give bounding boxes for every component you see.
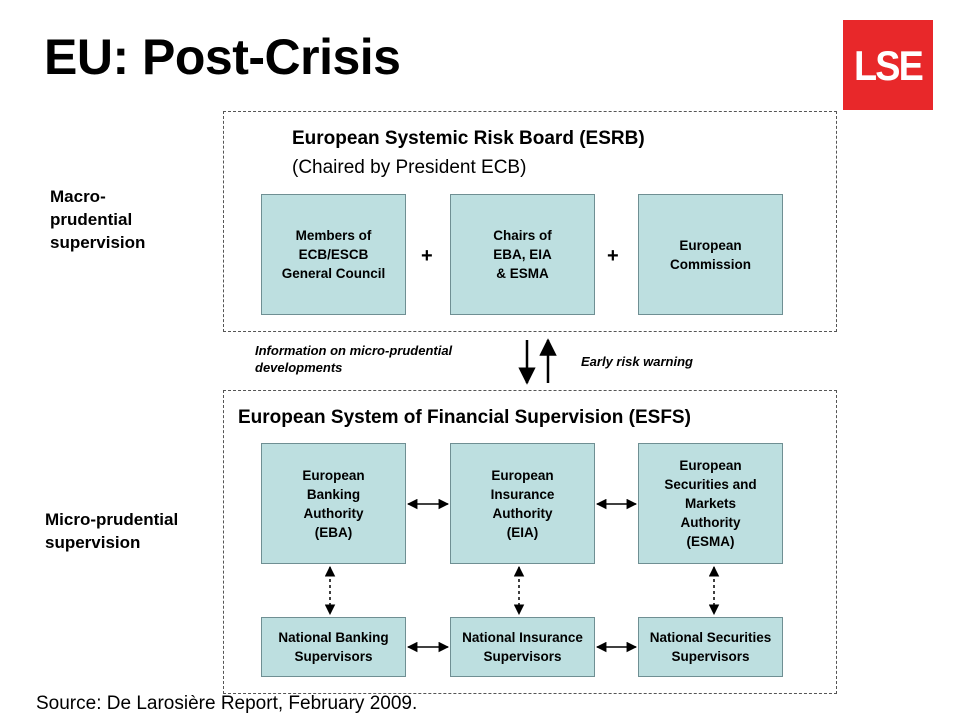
box-line: Banking	[306, 486, 361, 502]
esrb-subtitle: (Chaired by President ECB)	[292, 157, 527, 178]
esfs-title: European System of Financial Supervision…	[238, 407, 691, 428]
box-line: European	[491, 467, 554, 483]
info-flow-line: developments	[255, 360, 343, 375]
micro-label-line: Micro-prudential	[45, 510, 179, 529]
box-line: Supervisors	[483, 649, 562, 664]
box-line: Commission	[669, 256, 751, 272]
box-line: National Banking	[278, 630, 389, 645]
box-line: & ESMA	[496, 266, 549, 281]
risk-warning-label: Early risk warning	[581, 354, 693, 369]
box-line: Securities and	[664, 477, 757, 492]
esrb-box-commission: European Commission	[638, 194, 783, 315]
box-line: Authority	[303, 505, 364, 521]
page-title: EU: Post-Crisis	[44, 29, 401, 85]
box-line: Insurance	[490, 486, 555, 502]
box-line: ECB/ESCB	[298, 247, 369, 262]
box-line: European	[302, 467, 365, 483]
national-box-securities: National Securities Supervisors	[638, 617, 783, 677]
micro-label-line: supervision	[45, 533, 141, 552]
box-line: Authority	[492, 505, 553, 521]
plus-sign: +	[607, 245, 619, 267]
micro-prudential-label: Micro-prudential supervision	[45, 508, 178, 554]
plus-sign: +	[421, 245, 433, 267]
box-line: (EIA)	[506, 524, 539, 540]
box-line: General Council	[281, 266, 386, 281]
box-line: Members of	[295, 228, 372, 243]
box-line: National Securities	[649, 630, 772, 645]
info-flow-line: Information on micro-prudential	[255, 343, 453, 358]
box-line: (ESMA)	[686, 534, 735, 549]
box-line: Supervisors	[294, 649, 373, 664]
macro-label-line: Macro-	[50, 187, 106, 206]
esfs-region	[223, 390, 837, 694]
esrb-region	[223, 111, 837, 332]
box-line: European	[679, 458, 742, 473]
macro-label-line: prudential	[50, 210, 133, 229]
esrb-title: European Systemic Risk Board (ESRB)	[292, 128, 645, 149]
box-line: (EBA)	[314, 524, 353, 540]
macro-prudential-label: Macro- prudential supervision	[50, 185, 145, 254]
esrb-box-chairs: Chairs of EBA, EIA & ESMA	[450, 194, 595, 315]
box-line: Authority	[680, 515, 741, 530]
logo-text: LSE	[853, 42, 924, 89]
source-citation: Source: De Larosière Report, February 20…	[36, 693, 418, 714]
authority-box-eba: European Banking Authority (EBA)	[261, 443, 406, 564]
national-box-insurance: National Insurance Supervisors	[450, 617, 595, 677]
box-line: European	[679, 237, 742, 253]
macro-label-line: supervision	[50, 233, 146, 252]
box-line: Chairs of	[493, 228, 552, 243]
box-line: Supervisors	[671, 649, 750, 664]
authority-box-esma: European Securities and Markets Authorit…	[638, 443, 783, 564]
box-line: EBA, EIA	[493, 247, 552, 262]
national-box-banking: National Banking Supervisors	[261, 617, 406, 677]
authority-box-eia: European Insurance Authority (EIA)	[450, 443, 595, 564]
box-line: Markets	[684, 496, 736, 511]
lse-logo: LSE	[843, 20, 933, 110]
info-flow-label: Information on micro-prudential developm…	[255, 342, 452, 376]
esrb-box-members: Members of ECB/ESCB General Council	[261, 194, 406, 315]
box-line: National Insurance	[462, 630, 583, 645]
